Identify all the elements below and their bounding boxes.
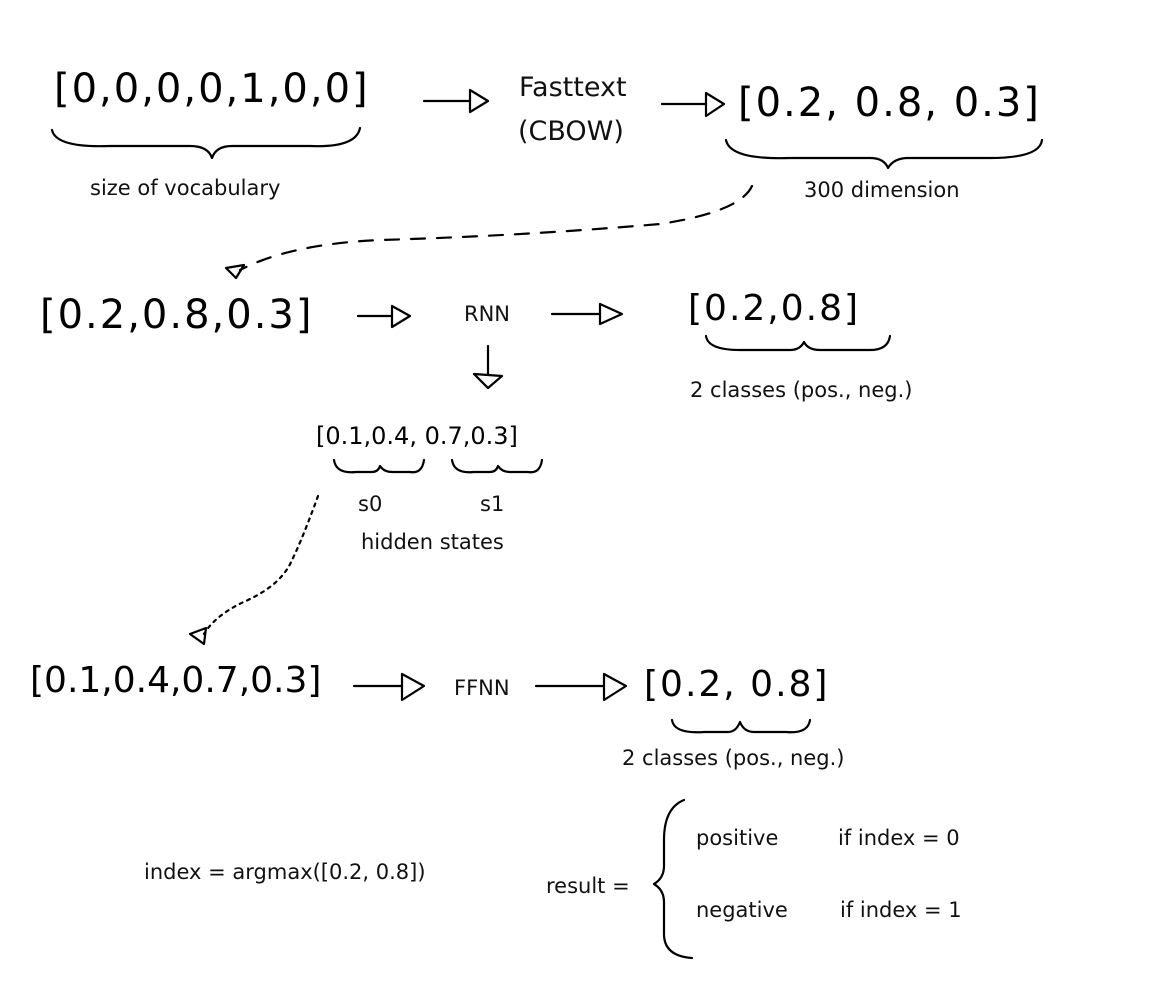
case-negative-condition: if index = 1 bbox=[840, 898, 962, 922]
argmax-formula: index = argmax([0.2, 0.8]) bbox=[144, 860, 426, 884]
rnn-label: RNN bbox=[464, 302, 511, 326]
dashed-connector-1 bbox=[238, 184, 754, 272]
rnn-classes-caption: 2 classes (pos., neg.) bbox=[690, 378, 913, 402]
hidden-states-caption: hidden states bbox=[361, 530, 504, 554]
dashed-connector-1-head bbox=[224, 263, 246, 280]
one-hot-vector: [0,0,0,0,1,0,0] bbox=[54, 66, 370, 112]
ffnn-output-vector: [0.2, 0.8] bbox=[644, 664, 830, 705]
s1-brace bbox=[450, 458, 544, 474]
case-positive-value: positive bbox=[696, 826, 779, 850]
cases-brace bbox=[652, 798, 694, 960]
case-negative-value: negative bbox=[696, 898, 788, 922]
arrowhead-to-rnn bbox=[390, 304, 412, 329]
arrowhead-down-rnn bbox=[472, 372, 504, 390]
dimension-brace bbox=[724, 138, 1044, 170]
rnn-output-brace bbox=[704, 334, 892, 352]
vocabulary-caption: size of vocabulary bbox=[90, 176, 281, 200]
s1-label: s1 bbox=[480, 492, 505, 516]
dotted-connector-2 bbox=[202, 494, 320, 636]
arrowhead-to-ffnn bbox=[400, 672, 426, 702]
s0-label: s0 bbox=[358, 492, 383, 516]
hidden-states-vector: [0.1,0.4, 0.7,0.3] bbox=[316, 422, 518, 450]
arrowhead-from-fasttext bbox=[704, 91, 726, 118]
vocab-brace bbox=[50, 126, 362, 160]
rnn-output-vector: [0.2,0.8] bbox=[688, 288, 861, 329]
arrowhead-to-fasttext bbox=[468, 88, 490, 114]
ffnn-classes-caption: 2 classes (pos., neg.) bbox=[622, 746, 845, 770]
ffnn-input-vector: [0.1,0.4,0.7,0.3] bbox=[30, 660, 322, 701]
arrowhead-from-rnn bbox=[598, 302, 624, 326]
fasttext-label: Fasttext bbox=[519, 72, 627, 103]
ffnn-label: FFNN bbox=[454, 676, 510, 700]
dimension-caption: 300 dimension bbox=[804, 178, 960, 202]
embedding-vector: [0.2, 0.8, 0.3] bbox=[738, 80, 1041, 126]
result-label: result = bbox=[546, 874, 630, 898]
s0-brace bbox=[332, 458, 426, 474]
case-positive-condition: if index = 0 bbox=[838, 826, 960, 850]
dotted-connector-2-head bbox=[188, 626, 208, 646]
rnn-input-vector: [0.2,0.8,0.3] bbox=[40, 292, 314, 338]
cbow-label: (CBOW) bbox=[518, 116, 624, 147]
arrowhead-from-ffnn bbox=[602, 672, 628, 702]
ffnn-output-brace bbox=[670, 718, 812, 734]
